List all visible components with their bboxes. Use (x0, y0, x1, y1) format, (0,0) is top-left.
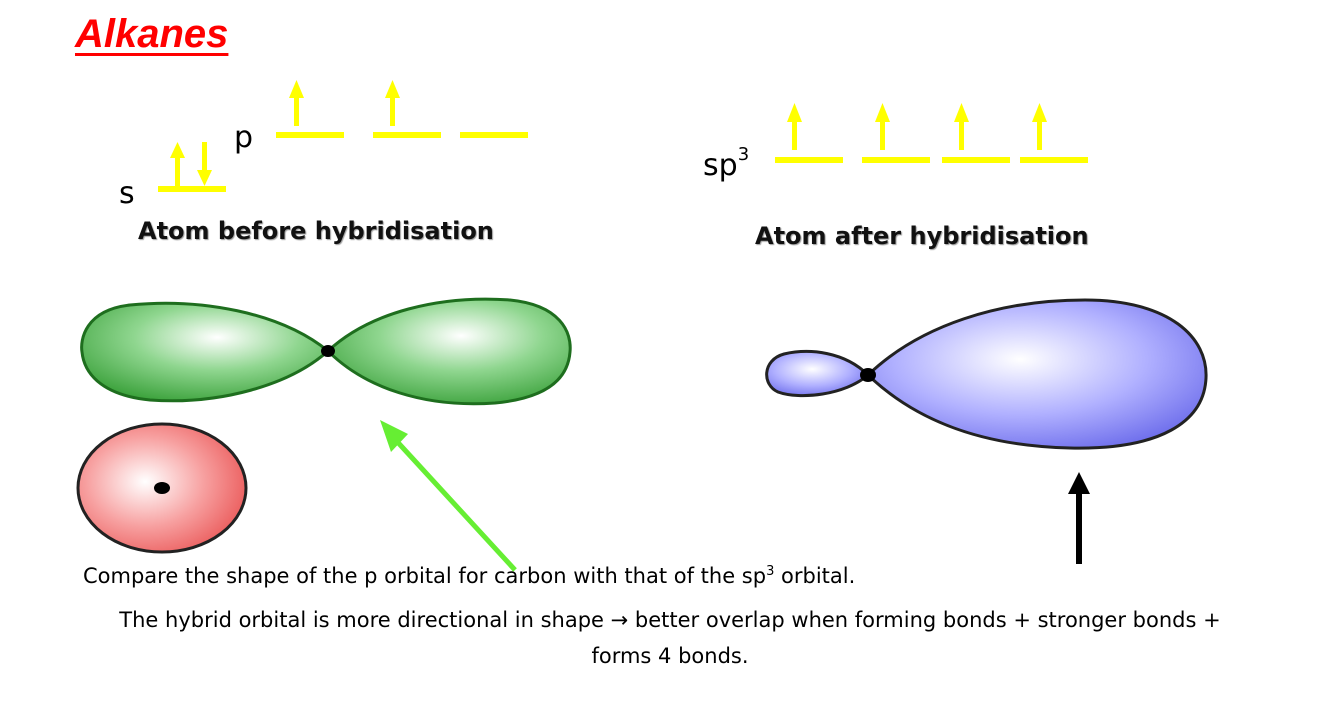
sp-text: sp (703, 148, 738, 183)
right-arrow-icon: → (610, 608, 629, 632)
p-orbital-label: p (234, 120, 254, 155)
compare-suffix: orbital. (774, 564, 856, 588)
sp3-orbital-nucleus (860, 368, 876, 382)
s-level (158, 142, 226, 192)
electron-up-arrow (289, 80, 304, 126)
s-orbital (76, 422, 248, 554)
sp-superscript: 3 (737, 144, 750, 165)
p-level-line-3 (460, 132, 528, 138)
conclusion-part-2: better overlap when forming bonds + stro… (591, 608, 1221, 668)
compare-prefix: Compare the shape of the p orbital for c… (83, 564, 767, 588)
p-orbital-nucleus (321, 345, 335, 357)
s-level-line (158, 186, 226, 192)
compare-superscript: 3 (766, 564, 775, 579)
sp3-orbital-large-lobe (865, 298, 1208, 450)
p-level-line-1 (276, 132, 344, 138)
sp3-level-line-3 (942, 157, 1010, 163)
s-orbital-label: s (119, 176, 135, 211)
electron-down-arrow (197, 142, 212, 186)
conclusion-sentence: The hybrid orbital is more directional i… (100, 602, 1240, 674)
sp3-orbital (765, 298, 1208, 450)
conclusion-part-1: The hybrid orbital is more directional i… (119, 608, 611, 632)
sp3-orbital-small-lobe (765, 350, 871, 398)
p-orbital (80, 297, 572, 406)
electron-up-arrow (875, 103, 890, 150)
electron-up-arrow (170, 142, 185, 186)
black-pointer-arrow (1068, 472, 1090, 564)
s-orbital-nucleus (154, 482, 170, 494)
green-pointer-arrow (380, 420, 517, 572)
p-level-line-2 (373, 132, 441, 138)
sp3-level-line-1 (775, 157, 843, 163)
after-caption: Atom after hybridisation (755, 222, 1089, 250)
compare-sentence: Compare the shape of the p orbital for c… (83, 564, 855, 588)
sp3-level (775, 103, 1088, 163)
electron-up-arrow (787, 103, 802, 150)
sp3-level-line-2 (862, 157, 930, 163)
electron-up-arrow (385, 80, 400, 126)
slide-title: Alkanes (75, 12, 229, 56)
sp3-orbital-label: sp3 (703, 144, 749, 183)
before-caption: Atom before hybridisation (138, 217, 494, 245)
electron-up-arrow (954, 103, 969, 150)
electron-up-arrow (1032, 103, 1047, 150)
p-orbital-right-lobe (325, 297, 572, 406)
p-level (276, 80, 528, 138)
p-orbital-left-lobe (80, 301, 331, 403)
sp3-level-line-4 (1020, 157, 1088, 163)
